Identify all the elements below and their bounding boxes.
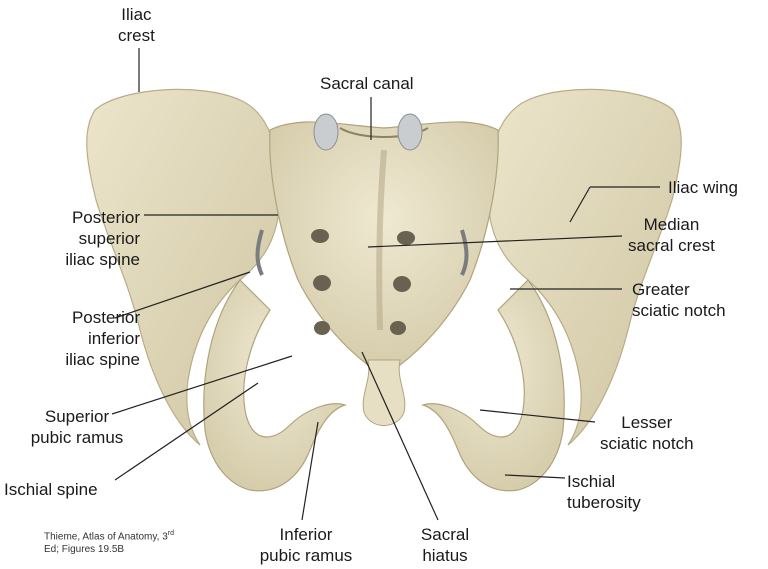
sacrum <box>269 121 499 366</box>
label-posterior-inferior-iliac-spine: Posterior inferior iliac spine <box>65 308 140 369</box>
left-ischium <box>203 279 347 492</box>
right-ischium <box>421 279 565 492</box>
label-greater-sciatic-notch: Greater sciatic notch <box>632 280 726 320</box>
right-iliac-wing <box>487 88 682 446</box>
label-sacral-hiatus: Sacral hiatus <box>420 525 470 565</box>
label-ischial-spine: Ischial spine <box>4 480 98 499</box>
label-iliac-crest: Iliac crest <box>118 5 155 45</box>
label-iliac-wing: Iliac wing <box>668 178 738 197</box>
label-lesser-sciatic-notch: Lesser sciatic notch <box>600 413 694 453</box>
label-ischial-tuberosity: Ischial tuberosity <box>567 472 641 512</box>
label-superior-pubic-ramus: Superior pubic ramus <box>30 407 124 447</box>
source-credit: Thieme, Atlas of Anatomy, 3rd Ed; Figure… <box>44 530 174 556</box>
label-sacral-canal: Sacral canal <box>320 74 414 93</box>
label-median-sacral-crest: Median sacral crest <box>628 215 715 255</box>
label-posterior-superior-iliac-spine: Posterior superior iliac spine <box>65 208 140 269</box>
left-iliac-wing <box>86 88 281 446</box>
label-inferior-pubic-ramus: Inferior pubic ramus <box>259 525 353 565</box>
